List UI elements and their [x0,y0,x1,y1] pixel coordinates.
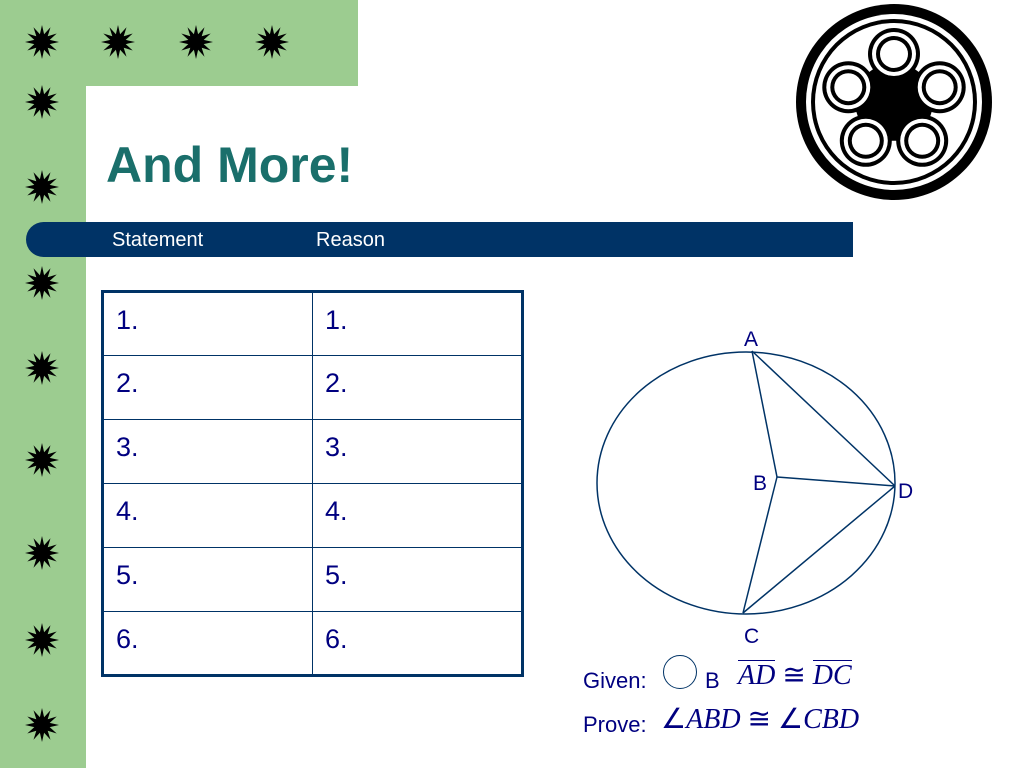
starburst-icon [24,265,60,301]
reason-cell: 2. [312,355,523,420]
reason-header: Reason [316,229,385,251]
statement-cell: 1. [102,291,313,356]
table-row: 4. 4. [102,483,523,548]
segment-ad-notation: AD [738,660,776,691]
starburst-icon [24,622,60,658]
reason-cell: 1. [312,291,523,356]
angle-abd: ABD [686,704,741,735]
starburst-icon [24,707,60,743]
point-label-b: B [753,472,767,495]
given-label: Given: [583,668,647,693]
geometry-diagram: A B C D [596,328,913,648]
header-bar: Statement Reason [26,222,853,257]
reason-cell: 4. [312,483,523,548]
statement-cell: 5. [102,547,313,612]
point-label-c: C [744,625,759,648]
starburst-icon [24,535,60,571]
reason-cell: 3. [312,419,523,484]
starburst-icon [24,169,60,205]
statement-header: Statement [112,229,204,251]
segment-ab [751,350,778,478]
point-label-a: A [744,328,758,351]
angle-symbol: ∠ [661,704,687,735]
starburst-icon [254,24,290,60]
circle-symbol-icon [663,655,697,689]
statement-cell: 4. [102,483,313,548]
table-row: 5. 5. [102,547,523,612]
starburst-icon [178,24,214,60]
congruent-symbol: ≅ [747,704,772,735]
table-row: 2. 2. [102,355,523,420]
statement-cell: 3. [102,419,313,484]
given-statement: AD ≅ DC [738,658,852,692]
proof-table: 1. 1. 2. 2. 3. 3. 4. 4. 5. 5. 6. 6. [101,290,524,677]
angle-symbol: ∠ [778,704,804,735]
segment-dc-notation: DC [812,660,852,691]
starburst-icon [100,24,136,60]
table-row: 3. 3. [102,419,523,484]
starburst-icon [24,442,60,478]
given-circle-center: B [705,668,720,693]
prove-label: Prove: [583,712,647,737]
segment-cd [742,485,896,614]
page-title: And More! [106,137,354,193]
statement-cell: 2. [102,355,313,420]
congruent-symbol: ≅ [782,660,806,691]
starburst-icon [24,350,60,386]
statement-cell: 6. [102,611,313,676]
content-area-corner [86,86,166,166]
table-row: 6. 6. [102,611,523,676]
starburst-icon [24,24,60,60]
point-label-d: D [898,480,913,503]
green-frame-top [0,0,358,86]
prove-statement: ∠ABD ≅ ∠CBD [661,702,859,736]
segment-ad [751,350,896,487]
table-row: 1. 1. [102,291,523,356]
starburst-icon [24,84,60,120]
reason-cell: 5. [312,547,523,612]
circle-b [596,351,896,615]
segment-bc [742,476,778,614]
ring-emblem-icon [796,4,992,200]
angle-cbd: CBD [803,704,860,735]
reason-cell: 6. [312,611,523,676]
segment-bd [776,476,896,487]
